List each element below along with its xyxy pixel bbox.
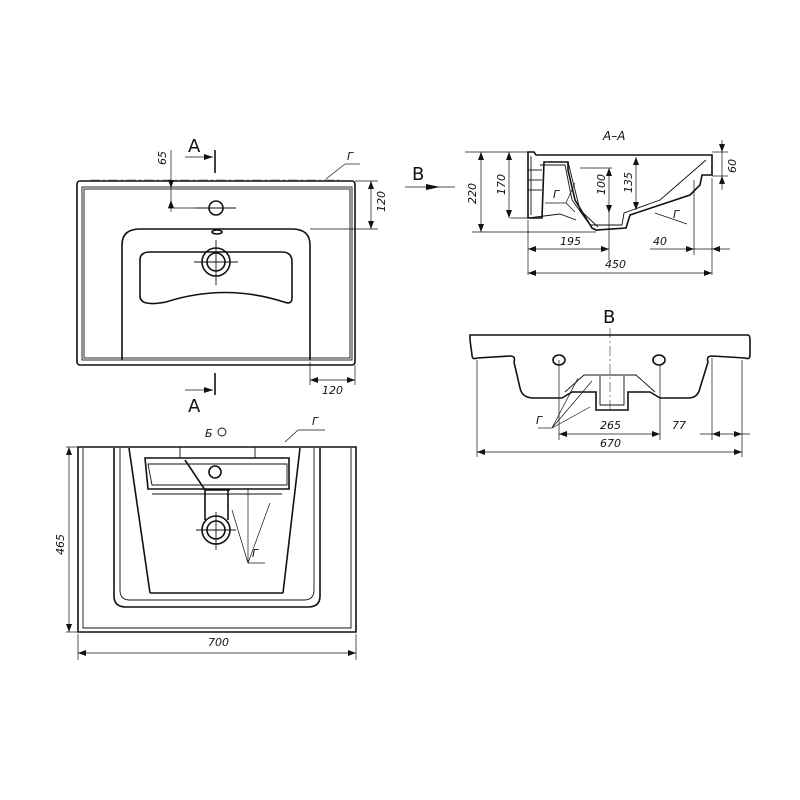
rear-view: В 265 77 670 Г	[469, 307, 751, 457]
dim-265: 265	[600, 419, 621, 432]
dim-right-height: 120	[375, 191, 388, 212]
bottom-view: Б Г Г 465	[54, 415, 357, 660]
section-marker-top: A	[188, 136, 201, 157]
dim-135: 135	[622, 172, 635, 193]
section-view: A–A В 220 170 100 135	[405, 129, 739, 276]
callout-bottom-inner: Г	[252, 547, 259, 560]
callout-bottom-top: Г	[312, 415, 319, 428]
dim-77: 77	[672, 419, 686, 432]
dim-195: 195	[560, 235, 581, 248]
rear-view-title: В	[603, 307, 615, 328]
dim-bottom-width: 120	[322, 384, 343, 397]
dim-220: 220	[466, 183, 479, 204]
dim-170: 170	[495, 174, 508, 195]
dim-450: 450	[605, 258, 626, 271]
dim-60: 60	[726, 159, 739, 173]
dim-40: 40	[653, 235, 667, 248]
dim-100: 100	[595, 174, 608, 195]
callout-top-view: Г	[347, 150, 354, 163]
dim-670: 670	[600, 437, 621, 450]
callout-rear: Г	[536, 414, 543, 427]
bottom-view-label: Б	[205, 427, 213, 440]
callout-section-left: Г	[553, 188, 560, 201]
dim-width-700: 700	[208, 636, 229, 649]
section-marker-bottom: A	[188, 396, 201, 417]
dim-height-465: 465	[54, 534, 67, 555]
view-arrow-label: В	[412, 164, 424, 185]
section-title: A–A	[602, 129, 625, 143]
dim-tap-offset: 65	[156, 151, 169, 165]
callout-section-right: Г	[673, 208, 680, 221]
top-view: A A 65 120 120 Г	[76, 136, 388, 417]
